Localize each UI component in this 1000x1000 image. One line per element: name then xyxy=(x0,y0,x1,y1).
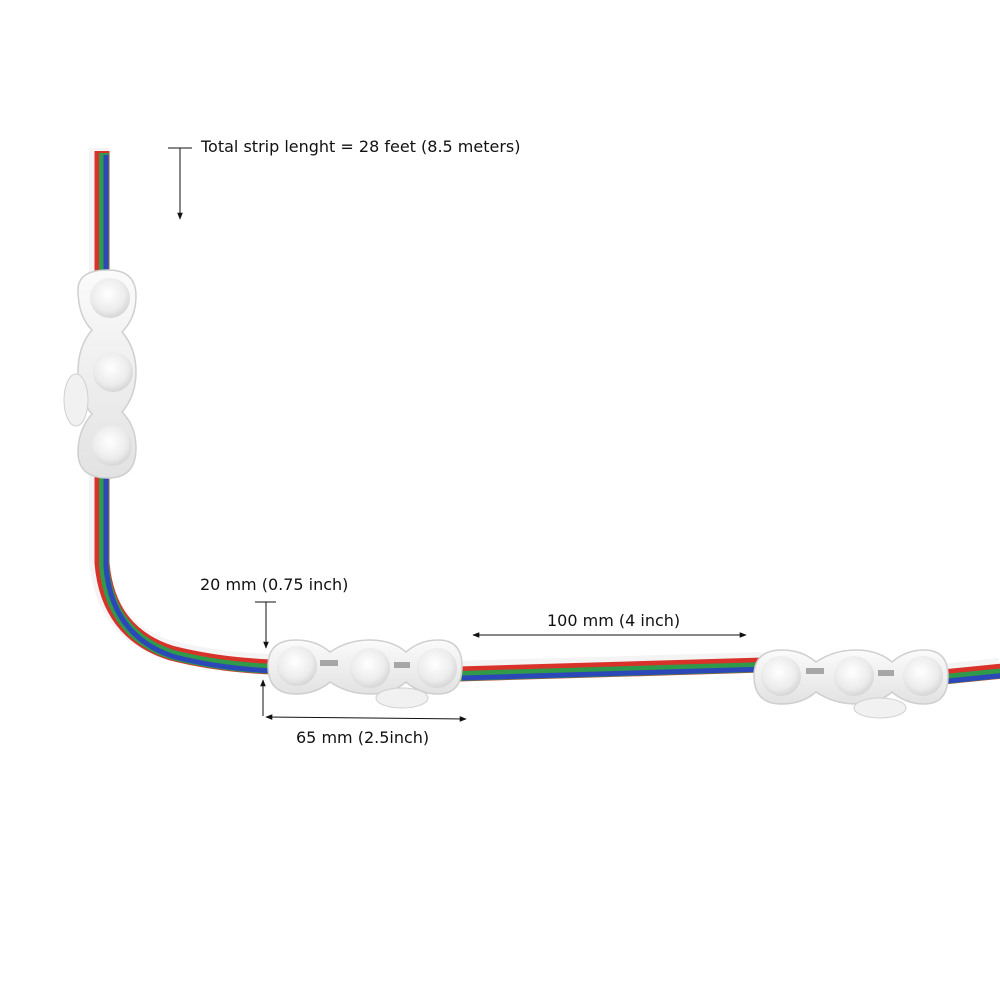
wire-white xyxy=(89,148,1000,684)
total-length-label: Total strip lenght = 28 feet (8.5 meters… xyxy=(201,137,521,156)
dimension-lines xyxy=(168,147,747,722)
led-lens xyxy=(417,648,457,688)
module-spacing-label: 100 mm (4 inch) xyxy=(547,611,681,630)
module-height-label: 20 mm (0.75 inch) xyxy=(200,575,349,594)
led-lens xyxy=(93,352,133,392)
led-lens xyxy=(761,656,801,696)
length-arrow xyxy=(265,714,467,722)
module-length-label: 65 mm (2.5inch) xyxy=(296,728,430,747)
led-lens xyxy=(90,278,130,318)
wire-red xyxy=(94,151,1000,685)
wire-blue xyxy=(103,155,1000,684)
led-lens xyxy=(92,426,132,466)
wire-green xyxy=(99,153,1000,684)
led-lens xyxy=(350,648,390,688)
led-lens xyxy=(277,646,317,686)
wire-ribbon xyxy=(89,148,1000,685)
led-lens xyxy=(834,656,874,696)
led-module-horizontal-1 xyxy=(267,639,463,709)
led-module-vertical xyxy=(63,269,137,479)
led-lens xyxy=(903,656,943,696)
led-module-horizontal-2 xyxy=(753,649,949,719)
